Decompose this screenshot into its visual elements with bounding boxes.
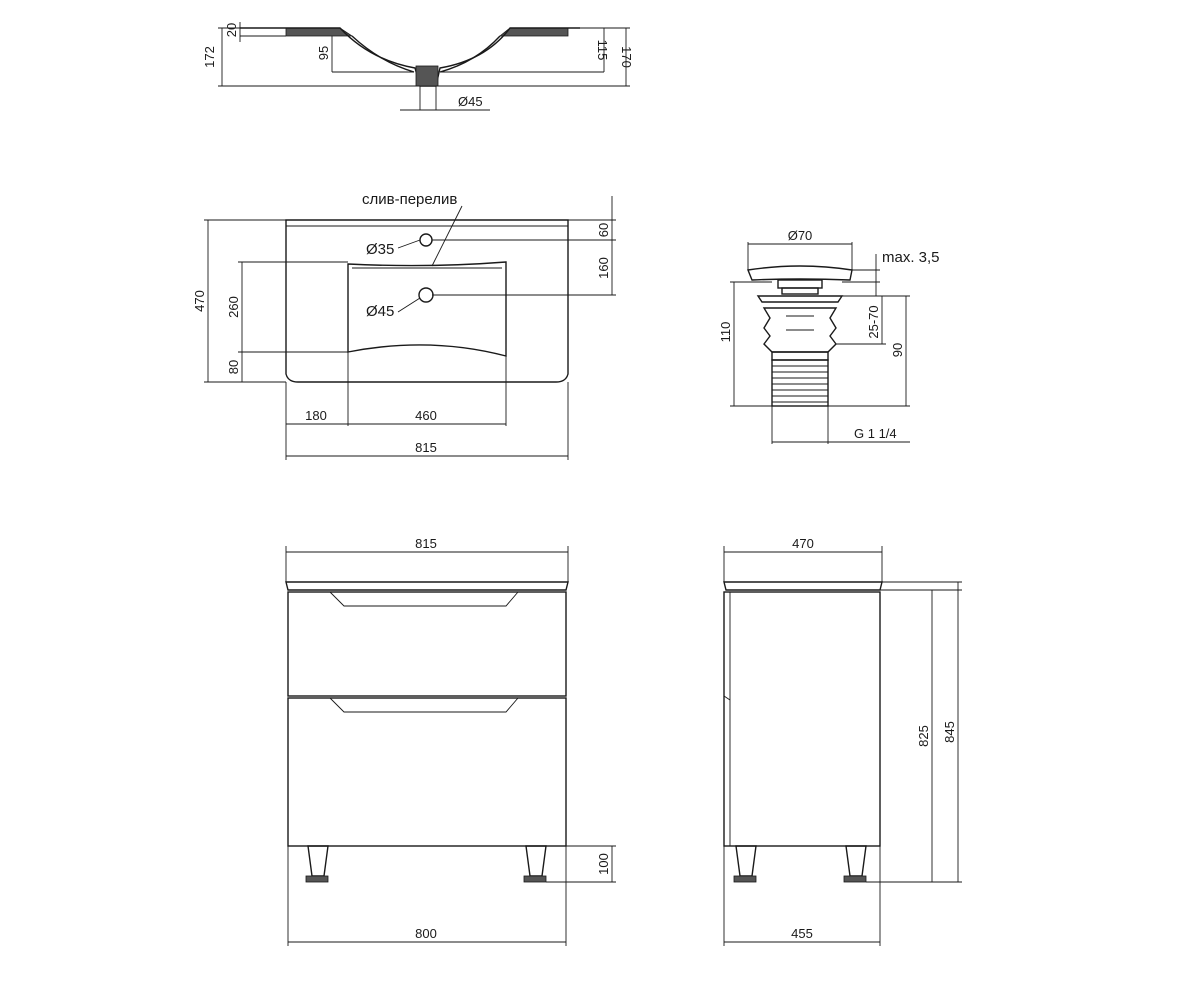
d45-leader xyxy=(397,297,421,313)
dim-plan-60: 60 xyxy=(596,223,611,237)
dim-top-170: 170 xyxy=(619,46,634,68)
cabinet-side-view: 470 825 845 455 xyxy=(723,536,962,946)
basin-section-drain-neck xyxy=(415,65,439,87)
dim-plan-d35: Ø35 xyxy=(366,241,394,258)
basin-section-bowl xyxy=(240,27,580,87)
dim-top-172: 172 xyxy=(202,46,217,68)
dim-drain-25-70: 25-70 xyxy=(866,305,881,338)
dim-top-115: 115 xyxy=(595,40,610,61)
dim-side-470: 470 xyxy=(792,536,814,551)
dim-side-845: 845 xyxy=(942,721,957,743)
dim-side-455: 455 xyxy=(791,926,813,941)
front-top-drawer xyxy=(287,591,567,697)
dim-front-800: 800 xyxy=(415,926,437,941)
side-leg-back xyxy=(845,845,867,877)
top-drawer-handle xyxy=(329,591,519,607)
dim-drain-max: max. 3,5 xyxy=(882,249,940,266)
dim-plan-470: 470 xyxy=(192,290,207,312)
drain-cap xyxy=(747,265,853,281)
dim-front-100: 100 xyxy=(596,853,611,875)
basin-section-right-rim xyxy=(498,27,569,37)
dim-plan-160: 160 xyxy=(596,257,611,279)
side-leg-back-foot xyxy=(843,875,867,883)
overflow-label: слив-перелив xyxy=(362,191,457,208)
dim-front-815: 815 xyxy=(415,536,437,551)
dim-drain-90: 90 xyxy=(890,343,905,357)
drain-detail-view: Ø70 max. 3,5 25-70 90 110 G 1 1/4 xyxy=(718,228,940,444)
drain-stem-2 xyxy=(781,287,819,295)
basin-section-view: 20 172 95 115 170 Ø45 xyxy=(202,22,634,111)
bottom-drawer-handle xyxy=(329,697,519,713)
front-leg-left xyxy=(307,845,329,877)
side-drawer-gap xyxy=(723,695,731,701)
dim-plan-460: 460 xyxy=(415,408,437,423)
front-leg-right xyxy=(525,845,547,877)
drain-nut xyxy=(771,351,829,361)
drain-cap-stem xyxy=(777,279,823,289)
side-countertop xyxy=(723,581,883,591)
front-leg-left-foot xyxy=(305,875,329,883)
dim-plan-d45: Ø45 xyxy=(366,303,394,320)
dim-plan-815: 815 xyxy=(415,440,437,455)
dim-drain-d70: Ø70 xyxy=(788,228,813,243)
front-leg-right-foot xyxy=(523,875,547,883)
dim-drain-110: 110 xyxy=(718,322,733,343)
dim-drain-thread: G 1 1/4 xyxy=(854,426,897,441)
overflow-hole xyxy=(419,233,433,247)
dim-top-95: 95 xyxy=(316,46,331,60)
basin-outline xyxy=(285,219,569,383)
cabinet-front-view: 815 100 800 xyxy=(285,536,616,946)
dim-plan-80: 80 xyxy=(226,360,241,374)
basin-plan-view: слив-перелив Ø35 Ø45 60 160 470 260 80 1… xyxy=(192,191,616,460)
dim-plan-180: 180 xyxy=(305,408,327,423)
dim-plan-260: 260 xyxy=(226,296,241,318)
front-bottom-drawer xyxy=(287,697,567,847)
basin-section-bowl-inner xyxy=(351,35,501,73)
drain-thread xyxy=(771,359,829,407)
drain-hole xyxy=(418,287,434,303)
drain-flange xyxy=(756,295,844,303)
front-countertop xyxy=(285,581,569,591)
d35-leader xyxy=(397,239,421,249)
side-leg-front-foot xyxy=(733,875,757,883)
overflow-leader xyxy=(431,205,463,267)
side-leg-front xyxy=(735,845,757,877)
side-body xyxy=(723,591,881,847)
dim-side-825: 825 xyxy=(916,725,931,747)
dim-top-20: 20 xyxy=(224,23,239,37)
dim-top-d45: Ø45 xyxy=(458,94,483,109)
